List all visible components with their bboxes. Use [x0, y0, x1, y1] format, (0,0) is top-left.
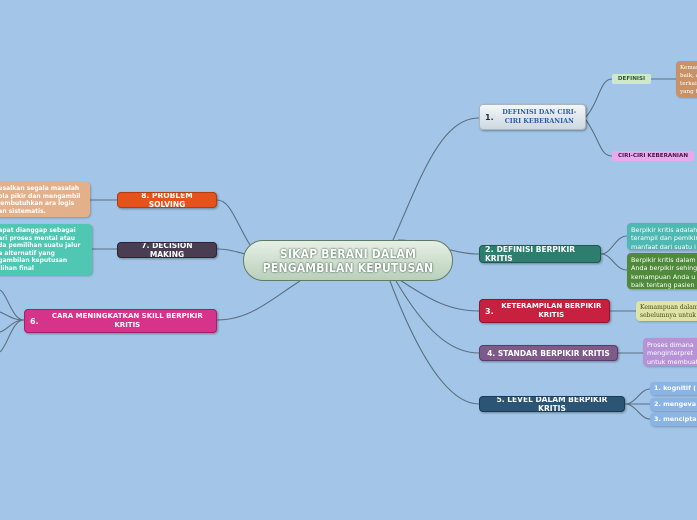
branch-cara-meningkatkan[interactable]: 6. CARA MENINGKATKAN SKILL BERPIKIR KRIT…	[24, 309, 217, 333]
branch-label: 4. STANDAR BERPIKIR KRITIS	[487, 348, 610, 358]
branch-decision-making[interactable]: 7. DECISION MAKING	[117, 242, 217, 258]
branch-label: 5. LEVEL DALAM BERPIKIR KRITIS	[496, 396, 608, 412]
central-topic-label: SIKAP BERANI DALAM PENGAMBILAN KEPUTUSAN	[262, 246, 434, 275]
b2-leaf-2: Berpikir kritis dalam Anda berpikir sehi…	[627, 253, 697, 289]
branch-number: 1.	[485, 112, 494, 122]
definisi-text: Kemam baik, a terkait yang t	[676, 61, 697, 97]
branch-definisi-keberanian[interactable]: 1. DEFINISI DAN CIRI-CIRI KEBERANIAN	[479, 104, 586, 130]
branch-number: 3.	[485, 306, 494, 316]
central-topic[interactable]: SIKAP BERANI DALAM PENGAMBILAN KEPUTUSAN	[243, 240, 453, 281]
branch-keterampilan[interactable]: 3. KETERAMPILAN BERPIKIR KRITIS	[479, 299, 610, 323]
branch-label: 8. PROBLEM SOLVING	[141, 192, 193, 208]
branch-level[interactable]: 5. LEVEL DALAM BERPIKIR KRITIS	[479, 396, 625, 412]
tag-definisi-label: DEFINISI	[617, 76, 646, 82]
branch-label: 7. DECISION MAKING	[141, 242, 193, 258]
b3-leaf: Kemampuan dalam sebelumnya untuk n	[636, 301, 697, 321]
branch-definisi-berpikir-kritis[interactable]: 2.DEFINISI BERPIKIR KRITIS	[479, 245, 601, 263]
branch-problem-solving[interactable]: 8. PROBLEM SOLVING	[117, 192, 217, 208]
b2-leaf-1: Berpikir kritis adalah terampil dan pemi…	[627, 223, 697, 250]
branch-number: 2.	[485, 245, 494, 254]
b5-leaf-3: 3. mencipta	[650, 413, 697, 426]
b8-leaf: Kesalkan segala masalah pola pikir dan m…	[0, 182, 90, 217]
branch-number: 6.	[30, 316, 39, 326]
tag-ciri-label: CIRI-CIRI KEBERANIAN	[617, 153, 689, 159]
branch-label: CARA MENINGKATKAN SKILL BERPIKIR KRITIS	[51, 312, 203, 329]
tag-ciri-keberanian[interactable]: CIRI-CIRI KEBERANIAN	[612, 151, 694, 161]
branch-label: KETERAMPILAN BERPIKIR KRITIS	[501, 302, 602, 319]
branch-standar[interactable]: 4. STANDAR BERPIKIR KRITIS	[479, 345, 618, 361]
tag-definisi[interactable]: DEFINISI	[612, 74, 651, 84]
b4-leaf: Proses dimana menginterpret untuk membua…	[643, 338, 697, 366]
branch-label: DEFINISI DAN CIRI-CIRI KEBERANIAN	[502, 108, 577, 125]
b5-leaf-2: 2. mengeva	[650, 398, 697, 411]
branch-label: DEFINISI BERPIKIR KRITIS	[485, 245, 576, 263]
b5-leaf-1: 1. kognitif (	[650, 382, 697, 395]
b7-leaf: dapat dianggap sebagai dari proses menta…	[0, 224, 92, 275]
